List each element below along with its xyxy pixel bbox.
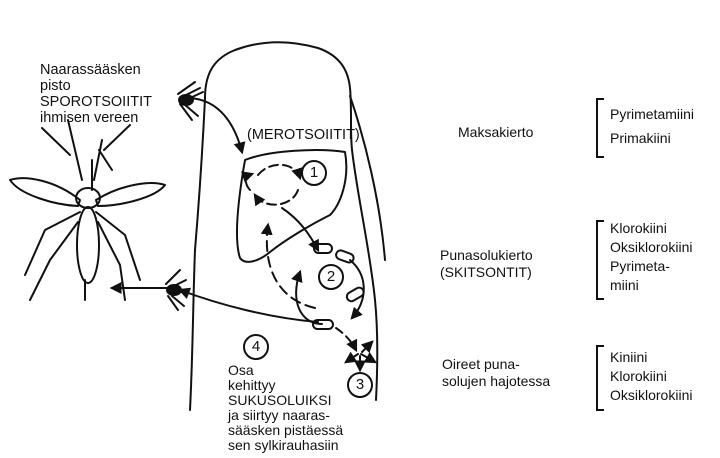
drug-bracket — [596, 220, 604, 300]
drug-bracket — [596, 98, 604, 158]
merozoites-label: (MEROTSOIITIT) — [247, 127, 360, 143]
drug-item: Pyrimetamiini — [610, 102, 694, 126]
biting-mosquito-bottom — [166, 270, 186, 310]
liver-cycle-arrow-2 — [255, 190, 298, 205]
stage-number-3: 3 — [347, 372, 373, 398]
gametocyte-label-line: sen sylkirauhasiin — [228, 438, 343, 453]
stage-name-symptoms: Oireet puna- — [442, 356, 520, 372]
drug-list-liver: Pyrimetamiini Primakiini — [610, 102, 694, 150]
gametocyte-label-line: SUKUSOLUIKSI — [228, 393, 343, 408]
drug-list-symptoms: Kiniini Klorokiini Oksiklorokiini — [610, 348, 692, 405]
drug-list-blood: Klorokiini Oksiklorokiini Pyrimeta- miin… — [610, 219, 692, 295]
rupture-arrow — [336, 328, 356, 350]
infection-label-line: Naarassääsken — [40, 62, 152, 78]
drug-item: Oksiklorokiini — [610, 238, 692, 257]
infection-label-line: pisto — [40, 78, 152, 94]
drug-item: miini — [610, 276, 692, 295]
stage-number-2: 2 — [318, 264, 344, 290]
liver-cycle-arrow-3 — [246, 174, 252, 190]
biting-mosquito-top — [178, 82, 203, 120]
infection-label: Naarassääsken pisto SPOROTSOIITIT ihmise… — [40, 62, 152, 126]
liver-to-blood-arrow — [282, 208, 318, 250]
drug-item: Oksiklorokiini — [610, 386, 692, 405]
stage-name-liver: Maksakierto — [458, 124, 533, 140]
mosquito-drawing — [10, 120, 165, 300]
red-blood-cell — [335, 249, 355, 264]
rupture-arrow-up — [362, 342, 372, 352]
rupture-arrow-left — [346, 354, 358, 362]
stage-name-blood-sub: (SKITSONTIT) — [440, 264, 532, 280]
drug-bracket — [596, 345, 604, 411]
gametocyte-label: Osa kehittyy SUKUSOLUIKSI ja siirtyy naa… — [228, 363, 343, 453]
stage-number-1: 1 — [301, 160, 327, 186]
infection-label-line: SPOROTSOIITIT — [40, 94, 152, 110]
stage-name-blood: Punasolukierto — [440, 247, 533, 263]
drug-item: Kiniini — [610, 348, 692, 367]
gametocyte-label-line: sääsken pistäessä — [228, 423, 343, 438]
infection-arrow — [190, 98, 242, 152]
rupture-arrow-right — [361, 354, 375, 362]
drug-item: Klorokiini — [610, 367, 692, 386]
gametocyte-label-line: kehittyy — [228, 378, 343, 393]
gametocyte-label-line: ja siirtyy naaras- — [228, 408, 343, 423]
liver-cycle-arrow — [258, 165, 300, 178]
stage-number-4: 4 — [243, 334, 269, 360]
human-body-outline — [190, 42, 377, 410]
gametocyte-label-line: Osa — [228, 363, 343, 378]
stage-name-symptoms-sub: solujen hajotessa — [442, 373, 550, 389]
drug-item: Pyrimeta- — [610, 257, 692, 276]
drug-item: Primakiini — [610, 126, 694, 150]
infection-label-line: ihmisen vereen — [40, 110, 152, 126]
drug-item: Klorokiini — [610, 219, 692, 238]
